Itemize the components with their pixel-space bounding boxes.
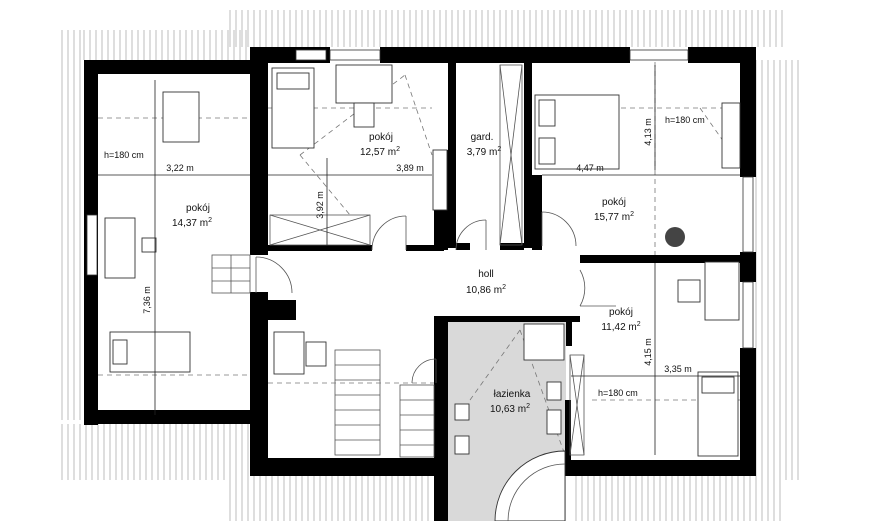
desk-room6 — [704, 261, 740, 321]
desk-room2 — [335, 64, 393, 104]
sink-2 — [546, 409, 562, 435]
room-label-area: 11,42 m — [601, 322, 636, 333]
svg-text:15,77 m2: 15,77 m2 — [594, 211, 634, 223]
chair-room2 — [353, 102, 375, 128]
svg-text:10,63 m2: 10,63 m2 — [490, 403, 530, 415]
dimension-label: 7,36 m — [142, 286, 152, 314]
toilet — [454, 435, 470, 455]
height-label: h=180 cm — [104, 150, 144, 160]
windows — [86, 49, 754, 349]
wardrobe — [269, 64, 585, 456]
shelf-room4 — [721, 102, 741, 169]
room-label-name: łazienka — [494, 389, 531, 400]
room-label-sup: 2 — [630, 211, 634, 218]
roof-hatching — [61, 10, 799, 521]
shelf-room2 — [432, 149, 448, 211]
chair — [141, 237, 157, 253]
room-label-name: pokój — [602, 197, 626, 208]
svg-text:14,37 m2: 14,37 m2 — [172, 217, 212, 229]
rug-plant — [665, 227, 685, 247]
dimension-label: 4,13 m — [643, 118, 653, 146]
height-label: h=180 cm — [665, 115, 705, 125]
stairs — [211, 254, 435, 458]
chair-hall — [305, 341, 327, 367]
room-label-name: pokój — [609, 307, 633, 318]
sink-1 — [546, 381, 562, 401]
room-label-area: 15,77 m — [594, 212, 630, 223]
room-label-area: 10,86 m — [466, 285, 502, 296]
bed-small — [104, 217, 136, 279]
doors — [255, 211, 616, 384]
room-label-name: pokój — [186, 203, 210, 214]
dimension-labels: 3,22 m 7,36 m 3,89 m 3,92 m 4,47 m 4,13 … — [142, 118, 692, 374]
bidet — [454, 403, 470, 421]
height-label: h=180 cm — [598, 388, 638, 398]
svg-text:11,42 m2: 11,42 m2 — [601, 321, 640, 333]
room-label-area: 10,63 m — [490, 404, 526, 415]
room-label-name: holl — [478, 269, 494, 280]
chair-room6 — [677, 279, 701, 303]
room-label-area: 14,37 m — [172, 218, 208, 229]
dimension-label: 3,22 m — [166, 163, 194, 173]
dimension-label: 4,47 m — [576, 163, 604, 173]
svg-text:3,79 m2: 3,79 m2 — [467, 146, 502, 158]
dimension-label: 3,92 m — [315, 191, 325, 219]
shower — [523, 323, 565, 361]
room-label-sup: 2 — [208, 217, 212, 224]
corner-bath — [494, 450, 566, 521]
furniture — [104, 64, 741, 521]
dimension-label: 3,35 m — [664, 364, 692, 374]
dimension-lines — [98, 65, 740, 455]
svg-text:10,86 m2: 10,86 m2 — [466, 284, 506, 296]
room-label-sup: 2 — [637, 321, 641, 328]
room-labels: pokój 14,37 m2 pokój 12,57 m2 gard. 3,79… — [172, 132, 641, 415]
height-labels: h=180 cm h=180 cm h=180 cm — [104, 115, 705, 398]
room-label-area: 12,57 m — [360, 147, 396, 158]
room-label-sup: 2 — [526, 403, 530, 410]
dimension-label: 4,15 m — [643, 338, 653, 366]
room-label-sup: 2 — [502, 284, 506, 291]
desk — [162, 91, 200, 143]
room-label-sup: 2 — [396, 146, 400, 153]
svg-text:12,57 m2: 12,57 m2 — [360, 146, 400, 158]
dimension-label: 3,89 m — [396, 163, 424, 173]
room-label-name: pokój — [369, 132, 393, 143]
room-label-area: 3,79 m — [467, 147, 498, 158]
room-label-name: gard. — [471, 132, 494, 143]
cabinet-hall — [273, 331, 305, 375]
room-label-sup: 2 — [497, 146, 501, 153]
